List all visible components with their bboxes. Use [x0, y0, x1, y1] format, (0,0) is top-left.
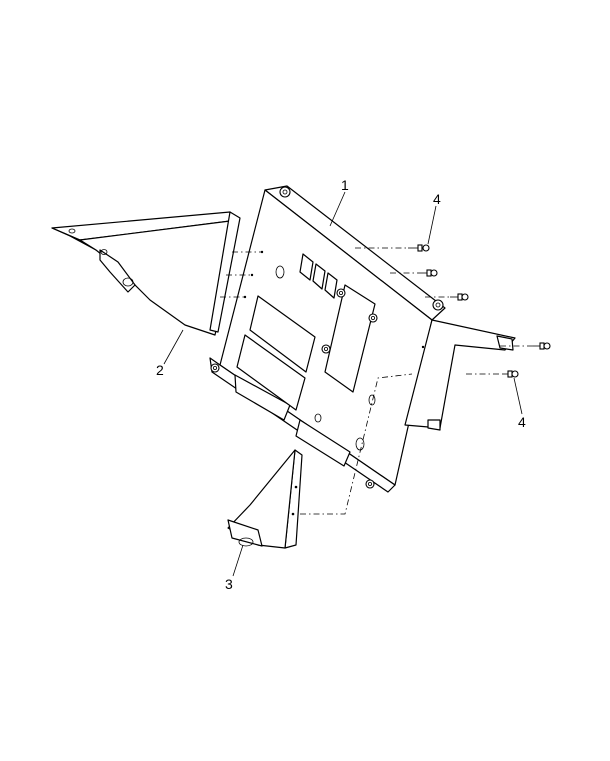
callout-4-top: 4	[433, 191, 441, 207]
screw-right-1	[533, 342, 551, 350]
callout-2: 2	[156, 362, 164, 378]
left-bracket-part-2	[51, 211, 241, 336]
main-panel-part-1	[209, 185, 516, 493]
callout-3: 3	[225, 576, 233, 592]
screw-top-3	[450, 293, 469, 301]
bottom-bracket-part-3	[227, 449, 303, 549]
assembly-dash-lines	[220, 247, 533, 515]
screw-right-2	[502, 370, 519, 378]
screw-top-1	[408, 244, 430, 252]
screw-top-2	[418, 269, 438, 277]
leader-lines	[163, 191, 523, 577]
callout-4-right: 4	[518, 414, 526, 430]
callout-1: 1	[341, 177, 349, 193]
